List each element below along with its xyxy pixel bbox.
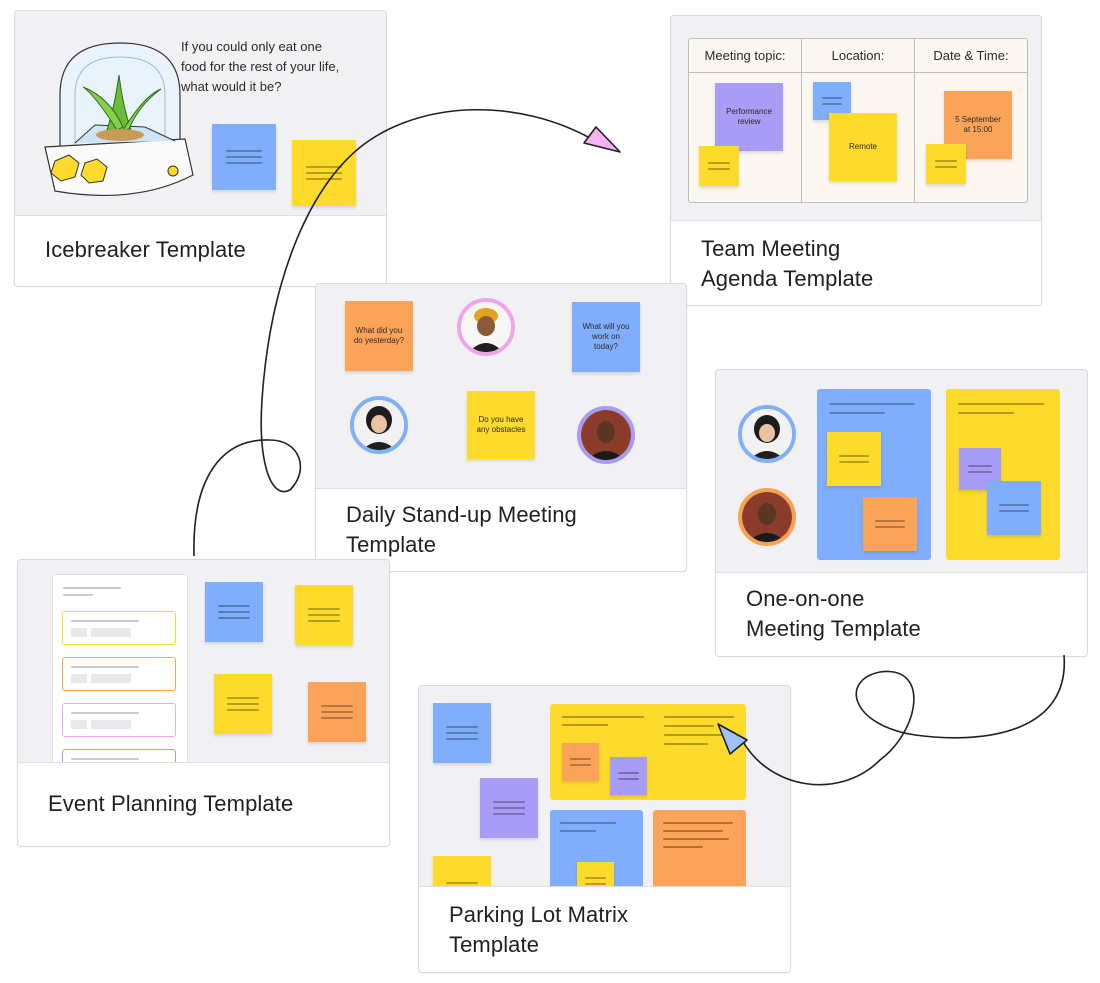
matrix-orange-quadrant	[653, 810, 746, 886]
sticky-note-yellow	[295, 585, 353, 645]
sticky-note-yellow	[292, 140, 356, 206]
standup-preview: What did you do yesterday? What will you…	[316, 284, 686, 489]
avatar	[577, 406, 635, 464]
sticky-note-blue	[212, 124, 276, 190]
card-title: Team Meeting Agenda Template	[701, 236, 874, 291]
avatar	[350, 396, 408, 454]
one-on-one-card[interactable]: One-on-one Meeting Template	[715, 369, 1088, 657]
column-header-location: Location:	[831, 48, 885, 63]
sticky-note-yellow	[926, 144, 966, 184]
cursor-arrow-pink-icon	[583, 126, 621, 153]
team-meeting-agenda-card[interactable]: Meeting topic: Location: Date & Time: Pe…	[670, 15, 1042, 306]
sticky-note-blue	[987, 481, 1041, 535]
avatar	[738, 488, 796, 546]
icebreaker-template-card[interactable]: If you could only eat one food for the r…	[14, 10, 387, 287]
sticky-note-yellow	[433, 856, 491, 886]
sticky-note-today: What will you work on today?	[572, 302, 640, 372]
sticky-note-blue	[433, 703, 491, 763]
sticky-note-yellow	[214, 674, 272, 734]
sticky-note-purple	[480, 778, 538, 838]
sticky-note-orange	[562, 743, 599, 781]
one-on-one-preview	[716, 370, 1087, 573]
event-planning-card[interactable]: Event Planning Template	[17, 559, 390, 847]
sticky-note-yellow	[577, 862, 614, 886]
terrarium-illustration	[44, 42, 194, 197]
card-title: Icebreaker Template	[45, 237, 246, 262]
sticky-note-yellow	[699, 146, 739, 186]
icebreaker-preview: If you could only eat one food for the r…	[15, 11, 386, 216]
card-title: Daily Stand-up Meeting Template	[346, 502, 577, 557]
card-title: Event Planning Template	[48, 791, 294, 816]
sticky-note-topic: Performance review	[715, 83, 783, 151]
card-title: One-on-one Meeting Template	[746, 586, 921, 641]
planning-document	[52, 574, 188, 762]
sticky-note-blue	[205, 582, 263, 642]
parking-lot-matrix-card[interactable]: Parking Lot Matrix Template	[418, 685, 791, 973]
sticky-note-obstacles: Do you have any obstacles	[467, 391, 535, 459]
column-header-topic: Meeting topic:	[704, 48, 786, 63]
avatar	[457, 298, 515, 356]
sticky-note-yellow	[827, 432, 881, 486]
sticky-note-location: Remote	[829, 113, 897, 181]
parking-lot-preview	[419, 686, 790, 887]
sticky-note-orange	[308, 682, 366, 742]
column-header-datetime: Date & Time:	[933, 48, 1009, 63]
team-meeting-preview: Meeting topic: Location: Date & Time: Pe…	[671, 16, 1041, 221]
event-planning-preview	[18, 560, 389, 763]
sticky-note-purple	[959, 448, 1001, 490]
sticky-note-purple	[610, 757, 647, 795]
sticky-note-yesterday: What did you do yesterday?	[345, 301, 413, 371]
avatar	[738, 405, 796, 463]
daily-standup-card[interactable]: What did you do yesterday? What will you…	[315, 283, 687, 572]
card-title: Parking Lot Matrix Template	[449, 902, 629, 957]
sticky-note-orange	[863, 497, 917, 551]
icebreaker-question: If you could only eat one food for the r…	[181, 39, 340, 94]
